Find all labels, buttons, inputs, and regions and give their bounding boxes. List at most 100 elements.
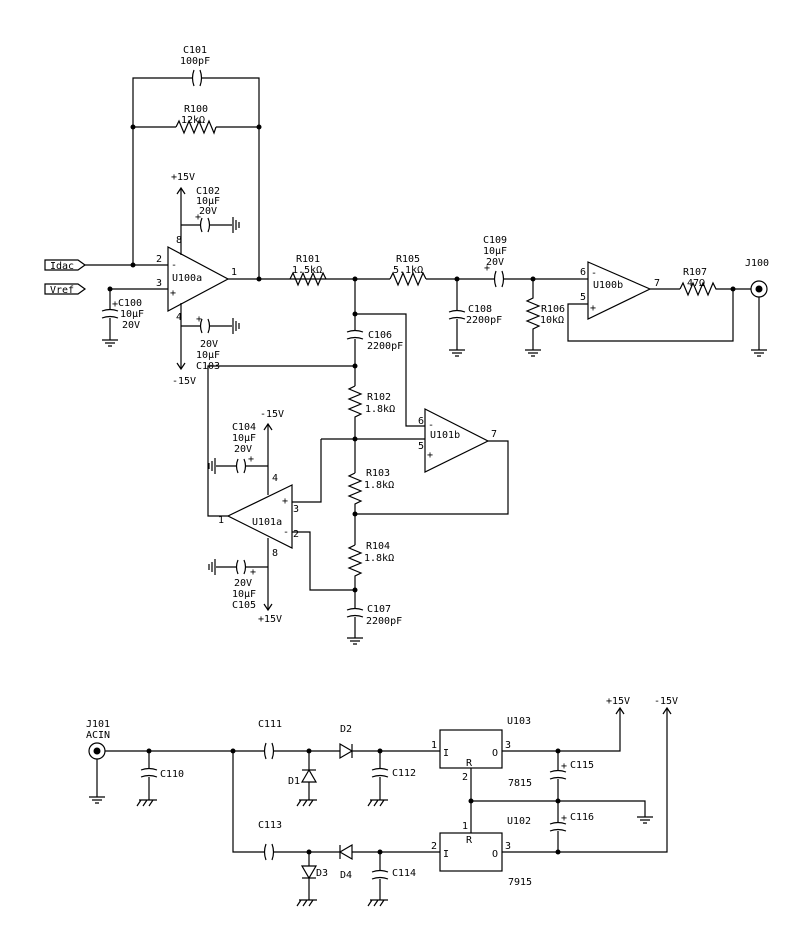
plus-mark: + <box>112 299 118 310</box>
plus-mark: + <box>282 496 288 507</box>
c105-voltage: 20V <box>234 578 252 589</box>
j100-connector: J100 <box>745 258 769 357</box>
idac-port: Idac <box>44 259 87 272</box>
r105-value: 5.1kΩ <box>393 265 423 276</box>
c101-value: 100pF <box>180 56 210 67</box>
c111-ref: C111 <box>258 719 282 730</box>
c110-capacitor: C110 <box>136 751 184 807</box>
c102-ref: C102 <box>196 186 220 197</box>
c108-ref: C108 <box>468 304 492 315</box>
r103-ref: R103 <box>366 468 390 479</box>
c107-value: 2200pF <box>366 616 402 627</box>
u103-part: 7815 <box>508 778 532 789</box>
pin-label: 2 <box>156 254 162 265</box>
u100a-opamp: U100a - + 2 3 1 8 4 <box>110 235 355 323</box>
pin-label: 3 <box>505 740 511 751</box>
c115-capacitor: + C115 <box>549 751 594 801</box>
pin-label: 1 <box>462 821 468 832</box>
c101-ref: C101 <box>183 45 207 56</box>
r105-ref: R105 <box>396 254 420 265</box>
rail-label: -15V <box>260 409 284 420</box>
pin-label: 1 <box>231 267 237 278</box>
minus-mark: - <box>171 260 177 271</box>
arrow-icon <box>615 706 625 715</box>
pin-label: 3 <box>505 841 511 852</box>
u101a-supply-neg: -15V + C104 10µF 20V <box>208 409 284 495</box>
c100-capacitor: + C100 10µF 20V <box>101 286 144 347</box>
c114-capacitor: C114 <box>367 852 416 907</box>
wire <box>207 365 355 517</box>
plus-mark: + <box>250 567 256 578</box>
r104-ref: R104 <box>366 541 390 552</box>
pin-label: 3 <box>293 504 299 515</box>
wire <box>502 708 621 752</box>
plus-mark: + <box>561 813 567 824</box>
rail-label: +15V <box>606 696 630 707</box>
c106-capacitor: C106 2200pF <box>346 279 403 386</box>
c105-ref: C105 <box>232 600 256 611</box>
junction-dot <box>352 311 358 317</box>
c112-ref: C112 <box>392 768 416 779</box>
junction-dot <box>256 124 262 130</box>
c106-value: 2200pF <box>367 341 403 352</box>
r102-ref: R102 <box>367 392 391 403</box>
r107-value: 47Ω <box>687 278 705 289</box>
c114-ref: C114 <box>392 868 416 879</box>
c109-ref: C109 <box>483 235 507 246</box>
r101-value: 1.5kΩ <box>292 265 322 276</box>
r100-value: 12kΩ <box>181 115 205 126</box>
pin-label: 4 <box>272 473 278 484</box>
c108-capacitor: C108 2200pF <box>448 279 502 357</box>
d3-ref: D3 <box>316 868 328 879</box>
arrow-icon <box>662 706 672 715</box>
r107-resistor: R107 47Ω <box>679 267 751 297</box>
pin-label: 2 <box>431 841 437 852</box>
wire <box>355 440 509 515</box>
u100b-opamp: U100b - + 6 5 7 <box>567 261 734 342</box>
r102-resistor: R102 1.8kΩ <box>347 385 395 473</box>
wire <box>292 439 322 503</box>
u100a-ref: U100a <box>172 273 202 284</box>
rail-label: -15V <box>654 696 678 707</box>
minus-mark: - <box>428 420 434 431</box>
junction-dot <box>130 124 136 130</box>
j101-sub: ACIN <box>86 730 110 741</box>
pin-label: I <box>443 748 449 759</box>
u100b-ref: U100b <box>593 280 623 291</box>
c109-capacitor: + C109 10µF 20V <box>483 235 580 288</box>
r102-value: 1.8kΩ <box>365 404 395 415</box>
pin-label: 4 <box>176 312 182 323</box>
c103-voltage: 20V <box>200 339 218 350</box>
r103-value: 1.8kΩ <box>364 480 394 491</box>
u101b-ref: U101b <box>430 430 460 441</box>
pin-label: 8 <box>176 235 182 246</box>
j101-ref: J101 <box>86 719 110 730</box>
pin-label: 5 <box>580 292 586 303</box>
wire <box>471 800 646 817</box>
c100-voltage: 20V <box>122 320 140 331</box>
plus-mark: + <box>427 450 433 461</box>
plus-mark: + <box>170 288 176 299</box>
pin-label: O <box>492 748 498 759</box>
c103-value: 10µF <box>196 350 220 361</box>
r101-resistor: R101 1.5kΩ <box>289 254 327 287</box>
plus-mark: + <box>561 761 567 772</box>
d4-diode: D4 <box>338 843 440 881</box>
c100-ref: C100 <box>118 298 142 309</box>
plus-mark: + <box>248 454 254 465</box>
pin-label: 2 <box>462 772 468 783</box>
d3-diode: D3 <box>296 852 328 907</box>
u102-part: 7915 <box>508 877 532 888</box>
ground-symbol <box>637 816 653 824</box>
feedback-network <box>85 77 260 279</box>
d2-ref: D2 <box>340 724 352 735</box>
idac-label: Idac <box>50 261 74 272</box>
c108-value: 2200pF <box>466 315 502 326</box>
vref-port: Vref <box>44 283 87 296</box>
c109-value: 10µF <box>483 246 507 257</box>
r107-ref: R107 <box>683 267 707 278</box>
wire <box>292 531 355 591</box>
junction-dot <box>730 286 736 292</box>
u101a-ref: U101a <box>252 517 282 528</box>
c104-value: 10µF <box>232 433 256 444</box>
